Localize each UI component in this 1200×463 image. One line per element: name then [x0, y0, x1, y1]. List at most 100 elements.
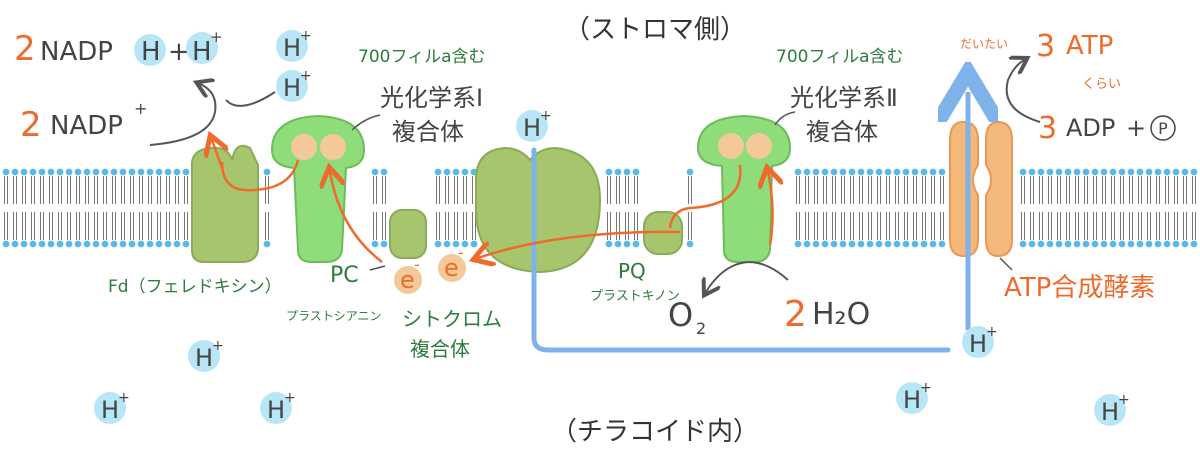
lipid-head-top	[20, 168, 28, 176]
lipid-tails	[850, 176, 854, 240]
lipid-head-bottom	[38, 240, 46, 248]
lipid-tails	[67, 176, 71, 240]
lipid-head-bottom	[866, 240, 874, 248]
fd-protein	[190, 144, 259, 263]
lipid-head-top	[686, 168, 694, 176]
lipid-head-bottom	[803, 240, 811, 248]
lipid-head-top	[902, 168, 910, 176]
lipid-tails	[841, 176, 845, 240]
lipid-head-top	[614, 168, 622, 176]
lipid-head-bottom	[794, 240, 802, 248]
lipid-head-bottom	[1028, 240, 1036, 248]
lipid-head-top	[371, 168, 379, 176]
lipid-head-top	[11, 168, 19, 176]
approx-label: だいたい	[960, 37, 1008, 51]
ps2-reaction-center-left	[718, 133, 744, 159]
lipid-head-top	[1136, 168, 1144, 176]
lipid-head-bottom	[11, 240, 19, 248]
lipid-tails	[103, 176, 107, 240]
lipid-head-bottom	[164, 240, 172, 248]
cytochrome-complex	[475, 146, 602, 274]
ps2-name-line1: 光化学系Ⅱ	[790, 84, 898, 112]
electron-2-charge: -	[458, 243, 464, 262]
adp-label: ADP	[1066, 114, 1115, 142]
ps2-complex	[696, 114, 792, 263]
svg-text:H: H	[1101, 398, 1119, 426]
lipid-tails	[913, 176, 917, 240]
nadph-label: NADP	[40, 37, 113, 67]
lipid-head-top	[38, 168, 46, 176]
lipid-head-top	[830, 168, 838, 176]
atp-synthase-right	[985, 120, 1013, 258]
lipid-head-bottom	[1073, 240, 1081, 248]
proton-h-2: H +	[276, 68, 312, 102]
lipid-head-top	[47, 168, 55, 176]
lipid-head-bottom	[1181, 240, 1189, 248]
lipid-head-top	[1145, 168, 1153, 176]
lipid-head-top	[1172, 168, 1180, 176]
lipid-head-bottom	[1190, 240, 1198, 248]
lipid-head-top	[848, 168, 856, 176]
lipid-tails	[895, 176, 899, 240]
atp-coefficient: 3	[1036, 29, 1055, 64]
lipid-head-bottom	[623, 240, 631, 248]
lipid-head-bottom	[452, 240, 460, 248]
lipid-head-bottom	[263, 240, 271, 248]
adp-to-atp-arrow	[1005, 60, 1041, 123]
lipid-head-bottom	[605, 240, 613, 248]
lipid-head-bottom	[1127, 240, 1135, 248]
lipid-tails	[445, 176, 449, 240]
svg-text:H: H	[903, 386, 921, 414]
lipid-tails	[823, 176, 827, 240]
nadp-coefficient: 2	[20, 105, 42, 145]
ps1-reaction-center-right	[320, 134, 346, 160]
lipid-head-top	[1091, 168, 1099, 176]
lipid-head-bottom	[1145, 240, 1153, 248]
lipid-head-top	[1073, 168, 1081, 176]
lipid-head-bottom	[938, 240, 946, 248]
ps2-chlorophyll-label: 700フィルa含む	[776, 47, 904, 67]
lipid-head-bottom	[812, 240, 820, 248]
lipid-head-bottom	[686, 240, 694, 248]
lipid-tails	[454, 176, 458, 240]
lipid-head-top	[56, 168, 64, 176]
lipid-tails	[805, 176, 809, 240]
ps1-name-line2: 複合体	[392, 118, 464, 146]
lipid-head-top	[866, 168, 874, 176]
lipid-tails	[796, 176, 800, 240]
lipid-tails	[1138, 176, 1142, 240]
lipid-head-bottom	[83, 240, 91, 248]
lipid-head-top	[83, 168, 91, 176]
lipid-tails	[382, 176, 386, 240]
electron-arrow-pq-to-cytochrome	[478, 230, 681, 258]
phosphate-circle	[1150, 115, 1176, 141]
lipid-tails	[139, 176, 143, 240]
lipid-head-bottom	[1037, 240, 1045, 248]
lipid-head-top	[1055, 168, 1063, 176]
lipid-head-top	[1163, 168, 1171, 176]
lipid-head-top	[938, 168, 946, 176]
lipid-head-top	[1154, 168, 1162, 176]
lipid-head-top	[623, 168, 631, 176]
nadp-reduction-arrow	[149, 84, 217, 146]
lipid-tails	[922, 176, 926, 240]
lipid-tails	[130, 176, 134, 240]
phosphate-label: P	[1158, 119, 1168, 138]
ps2-reaction-center-right	[746, 133, 772, 159]
nadp-charge: +	[134, 99, 147, 118]
lipid-tails	[625, 176, 629, 240]
lipid-tails	[940, 176, 944, 240]
lipid-head-bottom	[137, 240, 145, 248]
svg-text:H: H	[195, 344, 213, 372]
lipid-head-bottom	[443, 240, 451, 248]
lipid-head-bottom	[65, 240, 73, 248]
lipid-head-bottom	[893, 240, 901, 248]
ps2-name-line2: 複合体	[806, 118, 878, 146]
lipid-head-top	[1037, 168, 1045, 176]
lipid-head-top	[911, 168, 919, 176]
lipid-tails	[4, 176, 8, 240]
thylakoid-lumen-title: （チラコイド内）	[551, 417, 759, 447]
lipid-tails	[904, 176, 908, 240]
lipid-head-bottom	[119, 240, 127, 248]
lipid-head-bottom	[20, 240, 28, 248]
